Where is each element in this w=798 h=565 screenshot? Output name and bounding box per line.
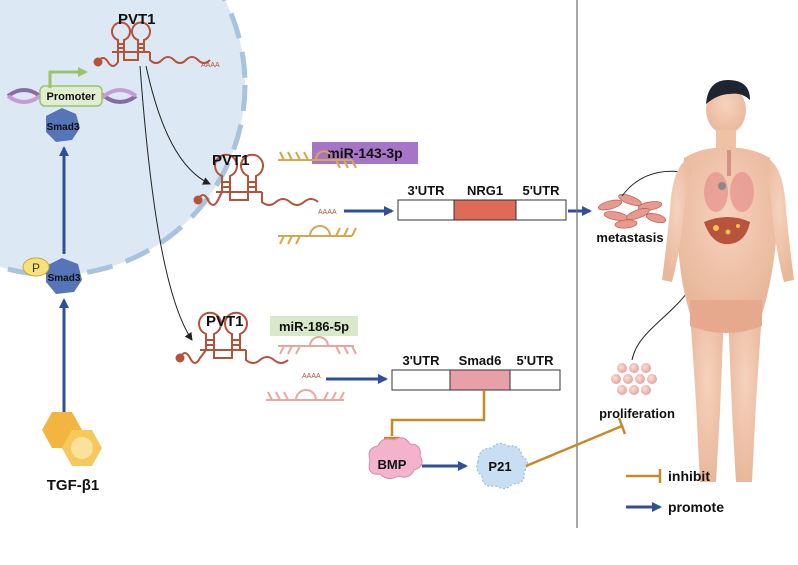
curve-arrow-to-pvt1-mid bbox=[145, 65, 211, 185]
bmp-label: BMP bbox=[378, 457, 407, 472]
smad3-phospho-label: Smad3 bbox=[48, 273, 81, 284]
polyA-nucleus: AAAA bbox=[201, 62, 220, 69]
mir186-label: miR-186-5p bbox=[279, 319, 349, 334]
nucleus bbox=[0, 0, 248, 278]
metastasis-label: metastasis bbox=[596, 230, 663, 245]
tgfb1-icon: TGF-β1 bbox=[42, 412, 102, 494]
smad3-nucleus: Smad3 bbox=[46, 108, 80, 142]
mir186-badge bbox=[270, 316, 358, 336]
phospho-label: P bbox=[32, 261, 40, 275]
transcription-arrow bbox=[48, 67, 88, 88]
pvt1-rna-mid bbox=[193, 153, 319, 206]
smad3-phospho: Smad3 P bbox=[22, 257, 82, 294]
p21-label: P21 bbox=[488, 459, 511, 474]
pvt1-low-label: PVT1 bbox=[206, 313, 244, 330]
pvt1-rna-nucleus bbox=[93, 21, 211, 67]
curve-arrow-to-pvt1-low bbox=[139, 65, 193, 341]
legend-inhibit-label: inhibit bbox=[668, 468, 710, 484]
tgfb1-label: TGF-β1 bbox=[47, 477, 100, 494]
promoter-label: Promoter bbox=[47, 91, 97, 103]
cell-cluster-icon bbox=[611, 363, 657, 395]
utr3-b-label: 3'UTR bbox=[402, 353, 440, 368]
polyA-mid: AAAA bbox=[318, 209, 337, 216]
utr5-a-label: 5'UTR bbox=[522, 183, 560, 198]
utr3-a-label: 3'UTR bbox=[407, 183, 445, 198]
mir186-strand-lower bbox=[266, 389, 345, 401]
smad3-nucleus-label: Smad3 bbox=[47, 122, 80, 133]
mir143-strand-upper bbox=[278, 150, 357, 169]
p21-icon: P21 bbox=[476, 442, 528, 490]
bmp-icon: BMP bbox=[368, 437, 423, 480]
inhibit-bar-proliferation bbox=[617, 417, 627, 435]
utr5-b-label: 5'UTR bbox=[516, 353, 554, 368]
pvt1-nucleus-label: PVT1 bbox=[118, 11, 156, 28]
spindle-cells-icon bbox=[597, 194, 667, 229]
mir143-strand-lower bbox=[278, 225, 357, 245]
nrg1-mrna: 3'UTR NRG1 5'UTR bbox=[397, 183, 567, 221]
mir186-strand-upper bbox=[278, 336, 357, 355]
mir143-label: miR-143-3p bbox=[327, 145, 402, 161]
inhibit-p21-proliferation bbox=[525, 424, 623, 468]
promoter-box: Promoter bbox=[39, 85, 103, 107]
proliferation-label: proliferation bbox=[599, 406, 675, 421]
pvt1-mid-label: PVT1 bbox=[212, 152, 250, 169]
pvt1-rna-low bbox=[175, 311, 289, 364]
smad6-mrna: 3'UTR Smad6 5'UTR bbox=[391, 353, 561, 391]
human-body-icon bbox=[662, 80, 794, 482]
legend-promote-label: promote bbox=[668, 499, 724, 515]
polyA-low: AAAA bbox=[302, 373, 321, 380]
legend: inhibit promote bbox=[626, 468, 724, 515]
mir143-badge bbox=[312, 142, 418, 164]
smad6-label: Smad6 bbox=[459, 353, 502, 368]
nrg1-label: NRG1 bbox=[467, 183, 503, 198]
inhibit-smad6-bmp bbox=[390, 390, 486, 436]
